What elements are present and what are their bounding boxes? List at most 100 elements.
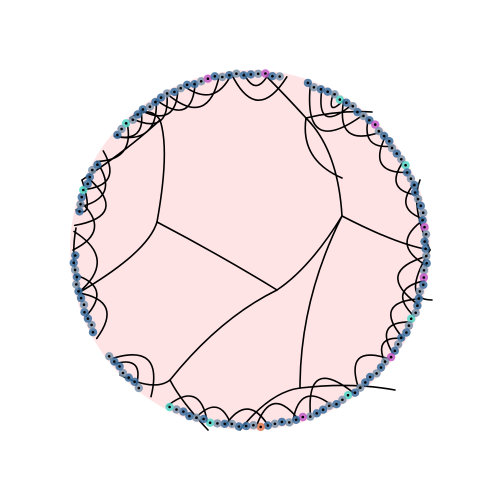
- tree-edge: [73, 230, 98, 294]
- leaf-node-center: [321, 408, 325, 412]
- tree-edge: [378, 135, 410, 174]
- leaf-node-center: [351, 104, 355, 108]
- leaf-node-center: [414, 311, 418, 315]
- leaf-node-center: [338, 98, 342, 101]
- leaf-node-center: [141, 108, 145, 111]
- tree-edge: [169, 379, 209, 431]
- leaf-node-center: [121, 371, 125, 375]
- leaf-node-center: [124, 122, 128, 125]
- leaf-node-center: [179, 86, 182, 90]
- leaf-node-center: [359, 386, 362, 390]
- leaf-node-center: [78, 210, 81, 213]
- leaf-node-center: [91, 168, 94, 172]
- leaf-node-center: [312, 86, 316, 89]
- leaf-node-center: [86, 182, 89, 186]
- leaf-node-center: [423, 225, 426, 229]
- leaf-node-center: [154, 100, 157, 104]
- leaf-node-center: [413, 183, 416, 187]
- leaf-node-center: [79, 203, 82, 206]
- poincare-disk: [70, 70, 430, 430]
- leaf-node-center: [118, 365, 121, 368]
- tree-edge: [156, 221, 278, 291]
- leaf-node-center: [273, 422, 277, 426]
- tree-edge: [130, 92, 168, 125]
- leaf-node-center: [368, 375, 372, 379]
- leaf-node-center: [422, 283, 425, 287]
- tree-edge: [309, 377, 355, 418]
- leaf-node-center: [83, 310, 86, 314]
- leaf-node-center: [377, 129, 381, 133]
- leaf-node-center: [409, 317, 413, 321]
- leaf-node-center: [230, 422, 234, 426]
- leaf-node-center: [75, 275, 79, 279]
- leaf-node-center: [278, 75, 282, 78]
- tree-edge: [109, 354, 155, 398]
- leaf-node-center: [223, 422, 226, 426]
- leaf-node-center: [120, 127, 123, 131]
- leaf-node-center: [353, 391, 357, 395]
- leaf-node-center: [396, 343, 400, 346]
- leaf-node-center: [356, 110, 359, 114]
- leaf-node-center: [208, 421, 212, 425]
- leaf-node-center: [400, 158, 403, 161]
- leaf-node-center: [216, 422, 219, 425]
- tree-edge: [299, 384, 396, 391]
- tree-edge: [305, 110, 373, 119]
- tree-edge: [166, 395, 208, 423]
- leaf-node-center: [422, 269, 426, 272]
- leaf-node-center: [382, 134, 386, 138]
- leaf-node-center: [425, 262, 429, 265]
- tree-edge: [276, 215, 343, 291]
- leaf-node-center: [280, 420, 284, 424]
- leaf-node-center: [131, 118, 135, 122]
- leaf-node-center: [136, 113, 139, 116]
- tree-edge: [308, 82, 365, 132]
- tree-edge: [95, 121, 130, 163]
- leaf-node-center: [185, 83, 189, 87]
- leaf-node-center: [133, 380, 136, 384]
- leaf-node-center: [202, 417, 205, 421]
- tree-edge: [182, 73, 233, 96]
- leaf-node-center: [390, 146, 394, 150]
- tree-edge: [230, 73, 288, 101]
- leaf-node-center: [423, 240, 426, 243]
- leaf-node-center: [82, 188, 85, 192]
- leaf-node-center: [417, 297, 421, 300]
- leaf-node-center: [335, 402, 338, 406]
- leaf-node-center: [409, 177, 413, 180]
- tree-edge: [401, 279, 426, 318]
- leaf-node-center: [80, 195, 83, 199]
- tree-edge: [79, 221, 158, 293]
- leaf-node-center: [271, 74, 274, 78]
- leaf-node-center: [405, 171, 409, 174]
- leaf-node-center: [421, 218, 424, 222]
- tree-edge: [267, 77, 307, 119]
- leaf-node-center: [127, 376, 130, 379]
- tree-edge: [385, 321, 413, 355]
- leaf-node-center: [73, 268, 77, 272]
- leaf-node-center: [252, 423, 255, 427]
- leaf-node-center: [327, 404, 331, 408]
- leaf-node-center: [88, 175, 92, 179]
- tree-edge: [156, 119, 166, 223]
- leaf-node-center: [195, 416, 198, 420]
- leaf-node-center: [137, 386, 141, 390]
- leaf-node-center: [148, 105, 152, 108]
- leaf-node-center: [244, 424, 248, 428]
- tree-edge: [166, 74, 221, 109]
- leaf-node-center: [326, 90, 330, 93]
- leaf-node-center: [77, 290, 80, 293]
- leaf-node-center: [404, 163, 407, 167]
- leaf-node-center: [301, 415, 305, 419]
- leaf-node-center: [116, 133, 119, 137]
- leaf-node-center: [424, 233, 428, 236]
- leaf-node-center: [416, 304, 419, 308]
- leaf-node-center: [264, 72, 267, 75]
- leaf-node-center: [395, 152, 399, 155]
- leaf-node-center: [228, 73, 231, 77]
- leaf-node-center: [288, 421, 291, 424]
- leaf-node-center: [425, 254, 428, 258]
- tree-edge: [155, 80, 197, 111]
- tree-edge: [406, 218, 428, 267]
- leaf-node-center: [82, 303, 86, 307]
